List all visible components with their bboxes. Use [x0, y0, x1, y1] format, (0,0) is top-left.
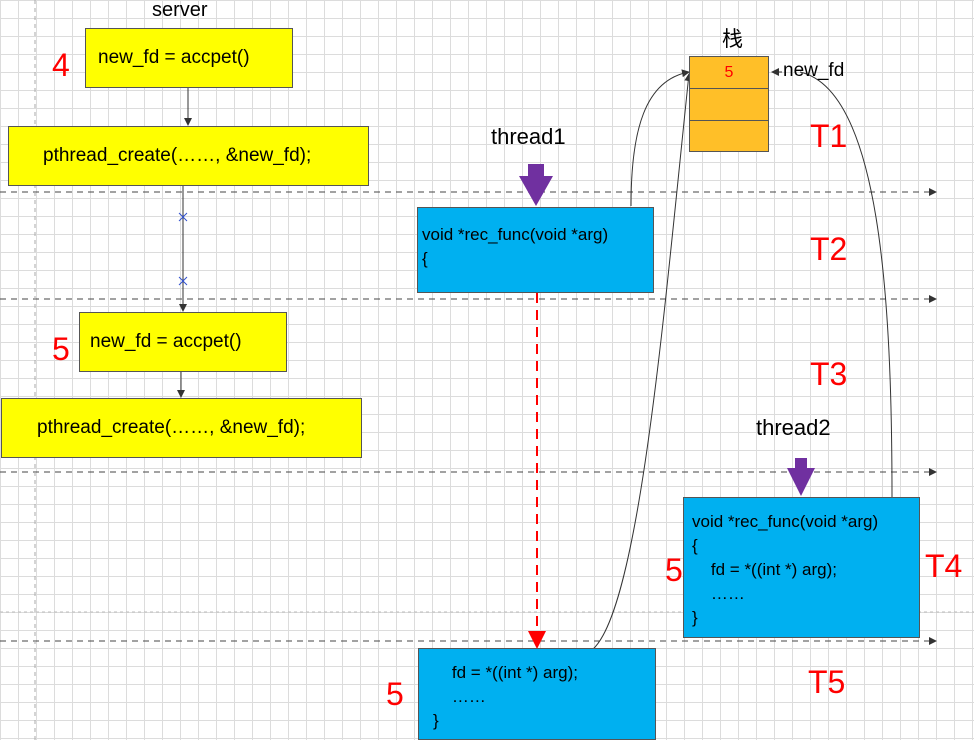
- thread1-header-box: void *rec_func(void *arg) {: [417, 207, 654, 293]
- thread1-label: thread1: [491, 124, 566, 149]
- pthread-create-text: pthread_create(……, &new_fd);: [43, 145, 312, 166]
- accept-call-text: new_fd = accpet(): [90, 331, 242, 352]
- cut-marks: [178, 212, 188, 286]
- stack-label: 栈: [722, 28, 743, 51]
- stack: 5: [689, 56, 769, 152]
- thread1-arrow: [519, 164, 553, 206]
- stack-cell: [690, 89, 768, 121]
- stack-cell: 5: [690, 57, 768, 89]
- pthread-create-box-1: pthread_create(……, &new_fd);: [8, 126, 369, 186]
- thread2-label: thread2: [756, 415, 831, 440]
- time-label-t5: T5: [808, 664, 846, 700]
- stack-cell: [690, 121, 768, 153]
- thread2-code-box: void *rec_func(void *arg) { fd = *((int …: [683, 497, 920, 638]
- accept-call-text: new_fd = accpet(): [98, 47, 250, 68]
- pthread-create-box-2: pthread_create(……, &new_fd);: [1, 398, 362, 458]
- time-label-t4: T4: [925, 548, 963, 584]
- time-label-t1: T1: [810, 118, 848, 154]
- new-fd-pointer-label: new_fd: [783, 60, 845, 81]
- server-step-4: 4: [52, 47, 70, 83]
- accept-box-2: new_fd = accpet(): [79, 312, 287, 372]
- thread2-arg-pointer: [799, 71, 893, 498]
- server-label: server: [152, 0, 208, 21]
- thread1-arg-pointer: [630, 69, 690, 207]
- time-label-t2: T2: [810, 231, 848, 267]
- thread1-fd-value: 5: [386, 676, 404, 712]
- time-label-t3: T3: [810, 356, 848, 392]
- thread2-fd-value: 5: [665, 552, 683, 588]
- time-separators: [0, 188, 937, 645]
- thread1-body-box: fd = *((int *) arg); …… }: [418, 648, 656, 740]
- accept-box-1: new_fd = accpet(): [85, 28, 293, 88]
- fd-deref-pointer: [591, 73, 693, 651]
- thread2-arrow: [787, 458, 815, 496]
- pthread-create-text: pthread_create(……, &new_fd);: [37, 417, 306, 438]
- server-step-5: 5: [52, 331, 70, 367]
